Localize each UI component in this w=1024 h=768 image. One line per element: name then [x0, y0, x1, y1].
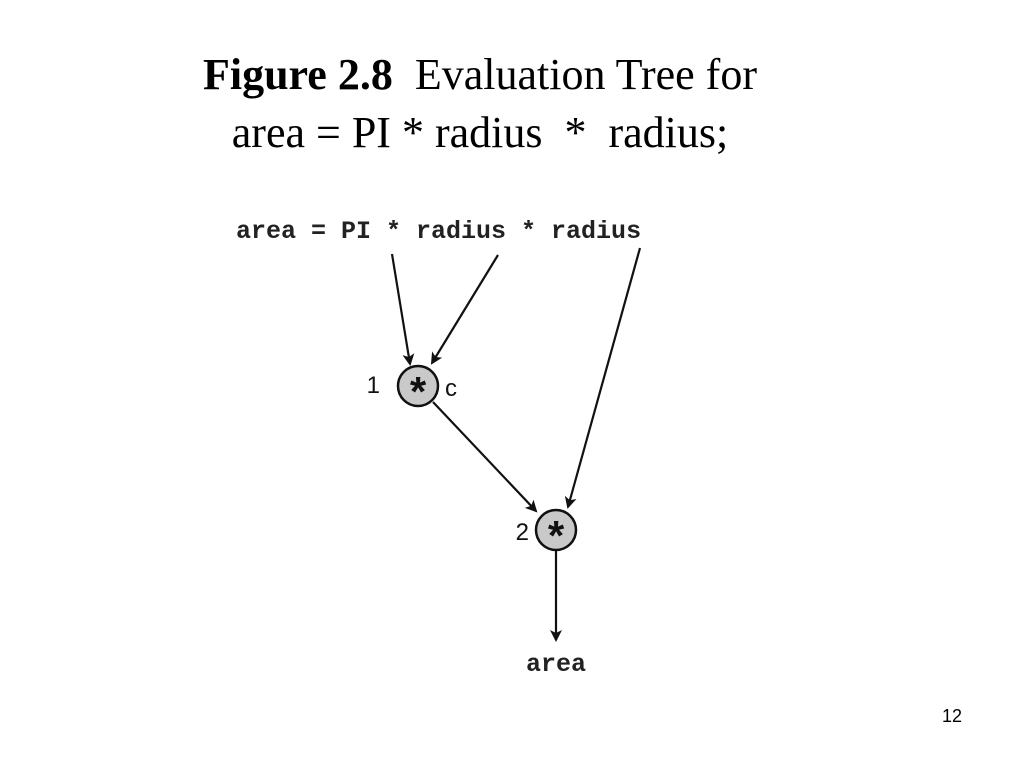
node-2-order-label: 2	[516, 519, 529, 546]
node-1-operator: *	[410, 368, 427, 415]
node-2-operator: *	[548, 512, 565, 559]
edge-radius2-to-node2	[564, 247, 642, 509]
operator-node-1: * 1 c	[367, 364, 457, 415]
result-variable: area	[526, 650, 586, 679]
figure-label: Figure 2.8	[202, 50, 393, 99]
expression-text: area = PI * radius * radius	[236, 217, 641, 246]
node-1-annotation: c	[445, 375, 457, 402]
page-title: Figure 2.8 Evaluation Tree for area = PI…	[0, 46, 960, 162]
caption-line-2: area = PI * radius * radius;	[231, 108, 729, 157]
operator-node-2: * 2	[516, 508, 578, 559]
node-1-order-label: 1	[367, 372, 380, 399]
edge-radius1-to-node1	[430, 254, 499, 365]
title-line-1: Figure 2.8 Evaluation Tree for	[0, 46, 960, 104]
node-2-circle	[534, 508, 578, 552]
edge-node1-to-node2	[432, 401, 538, 513]
page-number: 12	[941, 706, 962, 726]
node-1-circle	[396, 364, 440, 408]
caption-line-1: Evaluation Tree for	[414, 50, 757, 99]
edge-pi-to-node1	[390, 253, 415, 366]
